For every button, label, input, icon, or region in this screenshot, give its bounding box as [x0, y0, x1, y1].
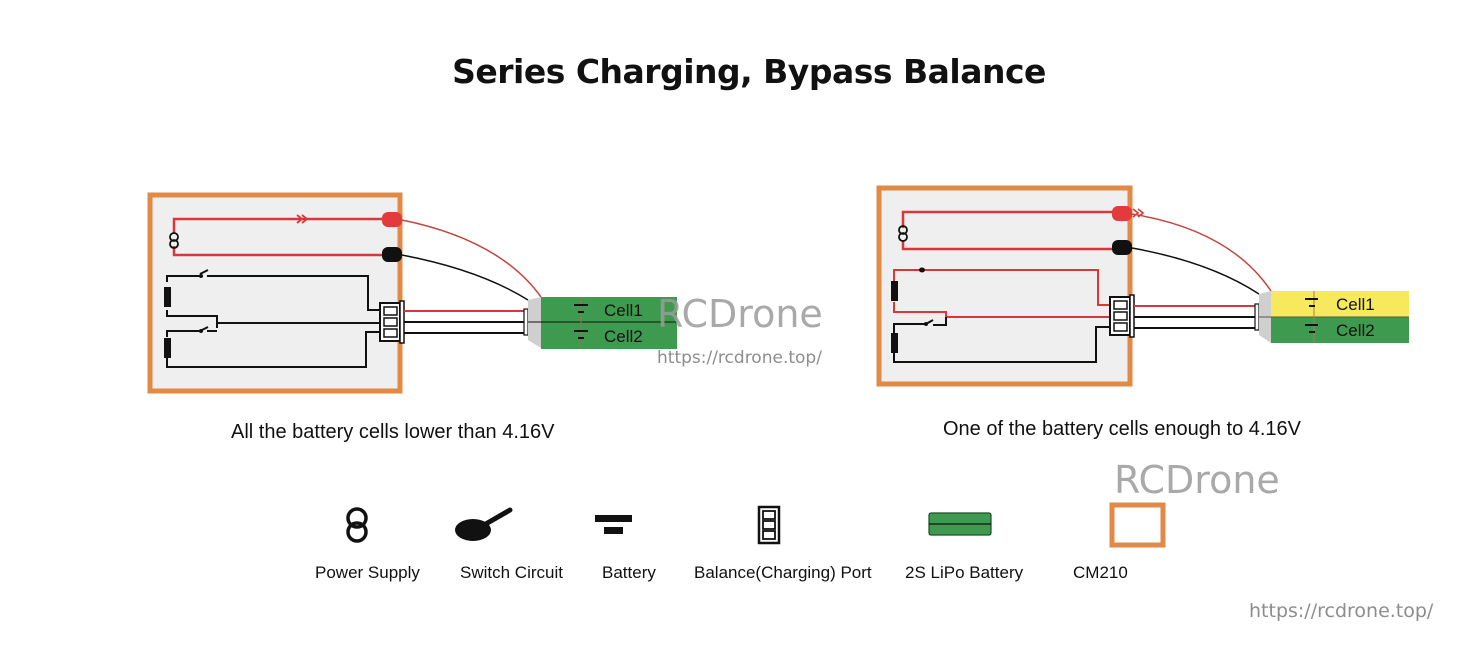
- legend-label-lipo-battery: 2S LiPo Battery: [905, 563, 1024, 582]
- cell2-block: [541, 323, 677, 349]
- cell2-label: Cell2: [604, 327, 643, 346]
- cm210-board: [147, 192, 403, 394]
- balance-circuit: [166, 269, 382, 368]
- balance-lead: [404, 321, 526, 334]
- cell1-label: Cell1: [604, 301, 643, 320]
- power-supply-symbol: [169, 232, 179, 249]
- watermark-url: https://rcdrone.top/: [1249, 600, 1434, 622]
- caption-left: All the battery cells lower than 4.16V: [231, 421, 555, 443]
- negative-terminal: [382, 247, 402, 262]
- bypass-resistor: [891, 281, 898, 301]
- legend-label-balance-port: Balance(Charging) Port: [694, 563, 872, 582]
- legend-label-cm210: CM210: [1073, 563, 1128, 582]
- legend-label-power-supply: Power Supply: [315, 563, 420, 582]
- cm210-icon: [1109, 502, 1166, 548]
- bypass-resistor: [891, 333, 898, 353]
- current-arrow-icon: [296, 214, 309, 224]
- power-supply-symbol: [898, 225, 908, 242]
- balance-port: [379, 300, 405, 344]
- watermark-brand: RCDrone: [657, 292, 823, 336]
- cell1-block: [541, 297, 677, 323]
- page-title: Series Charging, Bypass Balance: [452, 52, 1046, 91]
- diagram-left: Cell1 Cell2: [147, 192, 677, 394]
- main-lead-red: [401, 219, 542, 298]
- positive-terminal: [1112, 206, 1132, 221]
- watermark-url: https://rcdrone.top/: [657, 348, 822, 368]
- cell2-block: [1271, 317, 1409, 343]
- main-lead-black: [401, 254, 529, 301]
- negative-terminal: [1112, 240, 1132, 255]
- positive-terminal: [382, 212, 402, 227]
- red-return-wire: [172, 246, 390, 257]
- battery-icon: [595, 515, 632, 534]
- bypass-resistor: [164, 287, 171, 307]
- cell2-label: Cell2: [1336, 321, 1375, 340]
- caption-right: One of the battery cells enough to 4.16V: [943, 418, 1302, 440]
- diagram-right: Cell1 Cell2: [876, 185, 1409, 387]
- bypass-resistor: [164, 338, 171, 358]
- balance-port-icon: [757, 505, 781, 545]
- switch-circuit-icon: [455, 507, 513, 541]
- balance-circuit: [893, 269, 1112, 363]
- red-supply-wire: [172, 217, 390, 234]
- lipo-battery-icon: [928, 512, 992, 536]
- legend-label-battery: Battery: [602, 563, 656, 582]
- legend-label-switch-circuit: Switch Circuit: [460, 563, 563, 582]
- cell1-block: [1271, 291, 1409, 317]
- cm210-board: [876, 185, 1133, 387]
- power-supply-icon: [346, 507, 368, 543]
- watermark-brand: RCDrone: [1114, 458, 1280, 502]
- cell1-label: Cell1: [1336, 295, 1375, 314]
- balance-port: [1109, 294, 1135, 338]
